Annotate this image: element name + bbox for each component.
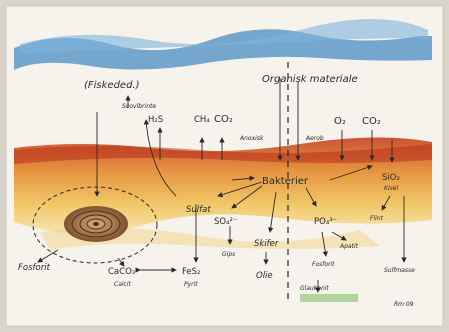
label-glaukonit: Glaukonit — [300, 285, 329, 292]
label-svovlbrinte: Svovlbrinte — [122, 103, 156, 110]
label-fiskeded: (Fiskeded.) — [84, 80, 140, 91]
label-fes2: FeS₂ — [182, 267, 200, 277]
label-sulfmasse: Sulfmasse — [384, 267, 415, 274]
label-signature: Rm 09 — [394, 301, 414, 308]
label-olie: Olie — [256, 271, 273, 281]
label-skifer: Skifer — [254, 239, 279, 249]
label-o2: O₂ — [334, 116, 346, 127]
label-fosforit-left: Fosforit — [18, 263, 51, 273]
label-aerob: Aerob — [305, 135, 324, 142]
label-organisk-materiale: Organisk materiale — [262, 74, 358, 85]
label-fosforit-right: Fosforit — [312, 261, 335, 268]
ammonite-fossil-icon — [64, 206, 128, 242]
label-anoxisk: Anoxisk — [239, 135, 264, 142]
label-sulfat: Sulfat — [186, 205, 211, 215]
label-co2-left: CO₂ — [214, 114, 233, 125]
label-h2s: H₂S — [148, 115, 163, 125]
label-kisel: Kisel — [384, 185, 398, 192]
label-calcit: Calcit — [114, 281, 131, 288]
glaukonit-patch — [300, 294, 358, 302]
label-sio2: SiO₂ — [382, 173, 400, 183]
label-flint: Flint — [370, 215, 384, 222]
label-po4: PO₄³⁻ — [314, 217, 337, 227]
label-ch4: CH₄ — [194, 115, 210, 125]
label-bakterier: Bakterier — [262, 176, 309, 187]
label-apatit: Apatit — [339, 243, 359, 250]
label-co2-right: CO₂ — [362, 116, 381, 127]
label-pyrit: Pyrit — [184, 281, 198, 288]
label-gips: Gips — [222, 251, 235, 258]
label-caco3: CaCO₃ — [108, 267, 135, 277]
label-so4: SO₄²⁻ — [214, 217, 237, 227]
